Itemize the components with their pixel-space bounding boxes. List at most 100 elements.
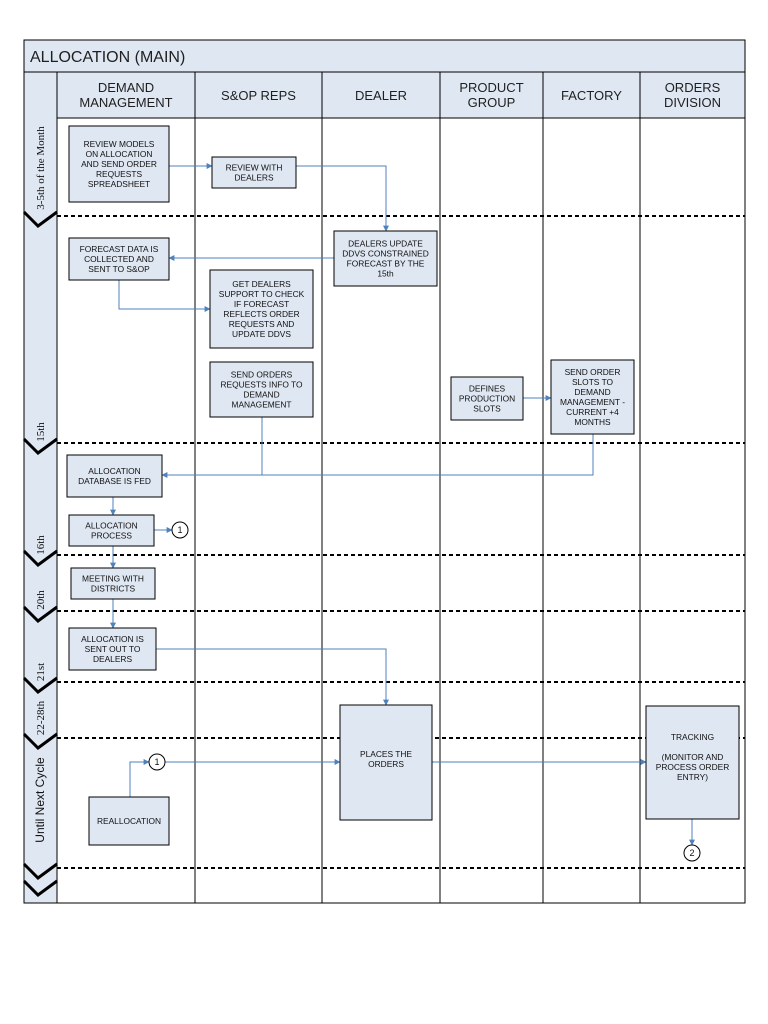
process-box-text: DEFINES — [469, 384, 506, 394]
process-box-text: MEETING WITH — [82, 574, 144, 584]
process-box-places-the-orders — [339, 704, 433, 821]
process-box-text: ALLOCATION — [85, 521, 137, 531]
process-box-get-dealers-support — [209, 269, 314, 349]
process-box-allocation-sent-out — [68, 627, 157, 671]
period-chevron — [22, 676, 58, 694]
process-box-text: PRODUCTION — [459, 394, 515, 404]
process-box-text: FORECAST DATA IS — [80, 244, 159, 254]
process-box-text: TRACKING — [671, 732, 714, 742]
process-box-text: DEMAND — [574, 387, 610, 397]
period-label-p1: 3-5th of the Month — [35, 126, 47, 210]
process-box-text: DDVS CONSTRAINED — [342, 249, 429, 259]
process-box-text: REQUESTS — [96, 169, 142, 179]
lane-header-orders: ORDERS — [665, 80, 721, 95]
lane-header-dealer: DEALER — [355, 88, 407, 103]
lane-header-sop: S&OP REPS — [221, 88, 296, 103]
process-box-text: DEALERS UPDATE — [348, 239, 423, 249]
process-box-send-orders-requests — [209, 361, 314, 418]
period-chevron — [22, 549, 58, 567]
flow-arrow — [296, 165, 389, 232]
process-box-text: REQUESTS INFO TO — [220, 380, 303, 390]
process-box-review-models — [68, 125, 170, 203]
process-box-text: DEALERS — [93, 654, 133, 664]
period-chevron — [22, 605, 58, 623]
process-box-text: REVIEW MODELS — [84, 139, 155, 149]
process-box-text: AND SEND ORDER — [81, 159, 157, 169]
process-box-forecast-data — [68, 237, 170, 281]
connector-label: 2 — [689, 848, 694, 858]
period-chevron — [22, 732, 58, 750]
process-box-allocation-process — [68, 514, 155, 547]
process-box-text: FORECAST BY THE — [347, 259, 425, 269]
period-chevron — [22, 879, 58, 897]
process-box-text: DISTRICTS — [91, 584, 136, 594]
process-box-text: (MONITOR AND — [662, 752, 724, 762]
process-box-text: 15th — [377, 269, 394, 279]
process-box-dealers-update — [333, 230, 438, 287]
lane-header-factory: FACTORY — [561, 88, 622, 103]
process-box-text: PROCESS ORDER — [656, 762, 730, 772]
connector-label: 1 — [177, 525, 182, 535]
period-chevron — [22, 210, 58, 228]
period-label-p2: 15th — [35, 422, 47, 442]
process-box-text: MONTHS — [574, 417, 611, 427]
flow-arrow — [118, 280, 211, 312]
process-box-text: GET DEALERS — [232, 279, 291, 289]
flow-arrow — [156, 648, 389, 706]
period-chevron — [22, 437, 58, 455]
process-box-text: SEND ORDER — [565, 367, 621, 377]
process-box-text: ALLOCATION IS — [81, 634, 144, 644]
process-box-text: MANAGEMENT - — [560, 397, 625, 407]
process-box-text: ON ALLOCATION — [86, 149, 153, 159]
period-label-p4: 20th — [35, 590, 47, 610]
process-box-text: ENTRY) — [677, 772, 708, 782]
process-box-text: DEMAND — [243, 390, 279, 400]
connector-circle — [683, 844, 701, 862]
title-bar — [23, 39, 746, 73]
connector-circle — [148, 753, 166, 771]
process-box-review-with-dealers — [211, 156, 297, 189]
process-box-text: PLACES THE — [360, 749, 412, 759]
process-box-text: REALLOCATION — [97, 816, 161, 826]
process-box-text: REQUESTS AND — [229, 319, 295, 329]
process-box-text: ALLOCATION — [88, 466, 140, 476]
process-box-text: COLLECTED AND — [84, 254, 154, 264]
period-label-p6: 22-28th — [35, 700, 47, 735]
period-label-p7: Until Next Cycle — [33, 757, 47, 843]
diagram-title: ALLOCATION (MAIN) — [30, 49, 185, 66]
process-box-text: CURRENT +4 — [566, 407, 619, 417]
lane-header-dm: MANAGEMENT — [79, 95, 172, 110]
period-label-p3: 16th — [35, 535, 47, 555]
lane-header-orders: DIVISION — [664, 95, 721, 110]
process-box-reallocation — [88, 796, 170, 846]
lane-header-dm: DEMAND — [98, 80, 154, 95]
process-box-text: REVIEW WITH — [226, 163, 283, 173]
process-box-text: DEALERS — [234, 173, 274, 183]
period-chevron — [22, 862, 58, 880]
period-column — [23, 71, 58, 904]
flow-arrow — [262, 434, 594, 476]
process-box-text: SENT TO S&OP — [88, 264, 150, 274]
process-box-text: MANAGEMENT — [231, 400, 291, 410]
process-box-tracking — [645, 705, 740, 820]
lane-header-pg: GROUP — [468, 95, 516, 110]
process-box-send-order-slots — [550, 359, 635, 435]
connector-circle — [171, 521, 189, 539]
process-box-meeting-with-districts — [70, 567, 156, 600]
process-box-text: IF FORECAST — [234, 299, 289, 309]
process-box-text: DATABASE IS FED — [78, 476, 151, 486]
process-box-text: ORDERS — [368, 759, 404, 769]
process-box-text: SUPPORT TO CHECK — [219, 289, 305, 299]
lane-header-row — [56, 71, 746, 119]
process-box-text: UPDATE DDVS — [232, 329, 291, 339]
flow-arrow — [129, 759, 150, 797]
process-box-defines-production-slots — [450, 376, 524, 421]
process-box-text: SPREADSHEET — [88, 179, 150, 189]
process-box-text: SENT OUT TO — [85, 644, 141, 654]
process-box-allocation-database — [66, 454, 163, 498]
lane-header-pg: PRODUCT — [459, 80, 523, 95]
process-box-text: SEND ORDERS — [231, 370, 293, 380]
connector-label: 1 — [154, 757, 159, 767]
process-box-text: REFLECTS ORDER — [223, 309, 299, 319]
